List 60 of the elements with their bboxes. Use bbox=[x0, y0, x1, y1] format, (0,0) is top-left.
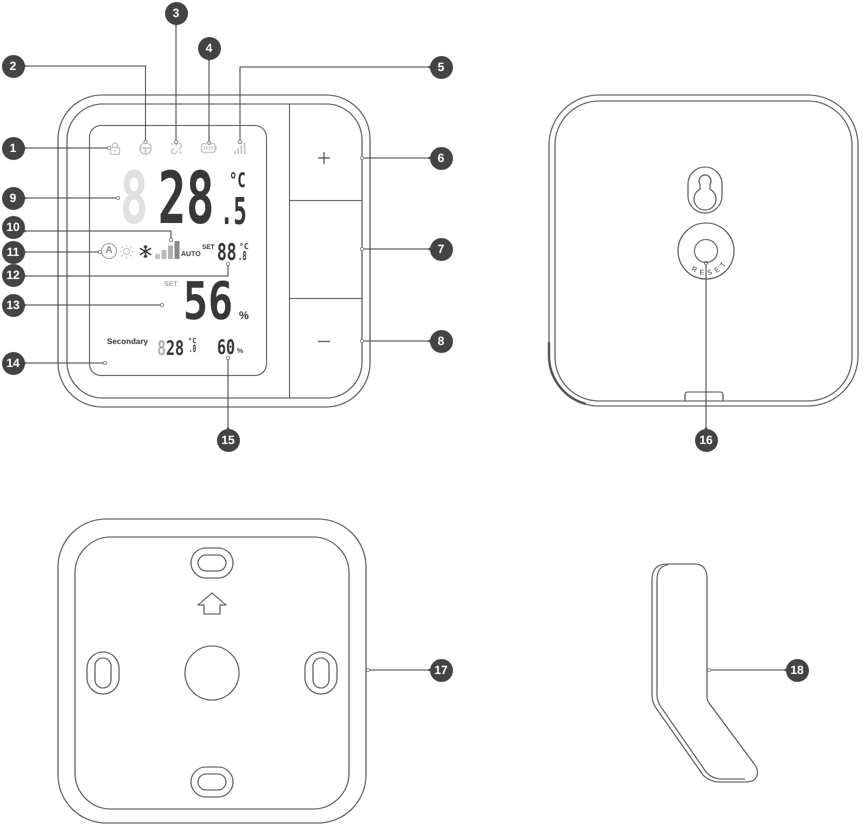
callout-number: 3 bbox=[164, 2, 188, 24]
steering-wheel-icon bbox=[139, 142, 152, 155]
callout-number: 2 bbox=[2, 54, 24, 78]
leader-line bbox=[23, 230, 173, 242]
callout-number: 17 bbox=[430, 658, 452, 682]
callout-number: 16 bbox=[694, 428, 718, 452]
callout-number: 15 bbox=[216, 428, 240, 452]
callout-number: 13 bbox=[2, 294, 24, 316]
callout-number: 12 bbox=[2, 264, 24, 286]
auto-mode-symbol: A bbox=[101, 243, 117, 259]
leader-line bbox=[23, 146, 111, 150]
battery-icon bbox=[201, 143, 217, 153]
callout-number: 4 bbox=[198, 36, 220, 60]
callout-number: 14 bbox=[2, 352, 24, 374]
center-button bbox=[289, 201, 362, 299]
secondary-label: Secondary bbox=[107, 338, 148, 346]
reset-button bbox=[694, 239, 718, 263]
leader-line bbox=[360, 156, 431, 160]
callout-number: 9 bbox=[2, 186, 24, 210]
callout-number: 10 bbox=[2, 216, 24, 238]
leader-line bbox=[23, 262, 230, 278]
leader-line bbox=[207, 58, 211, 145]
leader-line bbox=[23, 196, 120, 200]
leader-line bbox=[360, 339, 431, 343]
decimal-digit: .0 bbox=[189, 346, 196, 354]
plus-button bbox=[289, 104, 362, 201]
unlit-digit: 8 bbox=[157, 340, 166, 356]
leader-line bbox=[174, 23, 178, 144]
broken-link-icon bbox=[170, 142, 183, 155]
callout-number: 1 bbox=[2, 136, 24, 160]
secondary-temperature: 28 bbox=[166, 340, 184, 356]
temperature-unit: °C bbox=[229, 172, 246, 188]
leader-line bbox=[226, 356, 230, 430]
callout-number: 7 bbox=[430, 238, 452, 260]
callout-number: 8 bbox=[430, 330, 452, 352]
lock-icon bbox=[109, 141, 121, 155]
leader-line bbox=[366, 668, 431, 672]
leader-line bbox=[23, 64, 148, 144]
set-temperature: 88 bbox=[217, 244, 236, 262]
bracket bbox=[649, 561, 761, 785]
secondary-humidity: 60 bbox=[217, 339, 236, 355]
leader-line bbox=[23, 303, 164, 307]
callout-number: 6 bbox=[430, 146, 452, 170]
temperature-unit: °C bbox=[239, 244, 249, 250]
callout-number: 11 bbox=[2, 240, 24, 264]
callout-number: 18 bbox=[786, 658, 808, 682]
decimal-digit: .8 bbox=[238, 252, 247, 262]
leader-line bbox=[238, 66, 431, 144]
percent-sign: % bbox=[239, 311, 249, 322]
callout-number: 5 bbox=[430, 56, 452, 78]
leader-line bbox=[23, 250, 102, 254]
leader-line bbox=[707, 668, 787, 672]
leader-line bbox=[704, 261, 708, 430]
leader-line bbox=[23, 361, 107, 365]
mounting-plate bbox=[56, 517, 368, 825]
humidity-reading: 56 bbox=[183, 282, 234, 324]
temperature-reading: 28 bbox=[158, 170, 214, 228]
decimal-digit: .5 bbox=[220, 197, 247, 227]
signal-bars-icon bbox=[234, 142, 246, 154]
leader-line bbox=[360, 247, 431, 251]
